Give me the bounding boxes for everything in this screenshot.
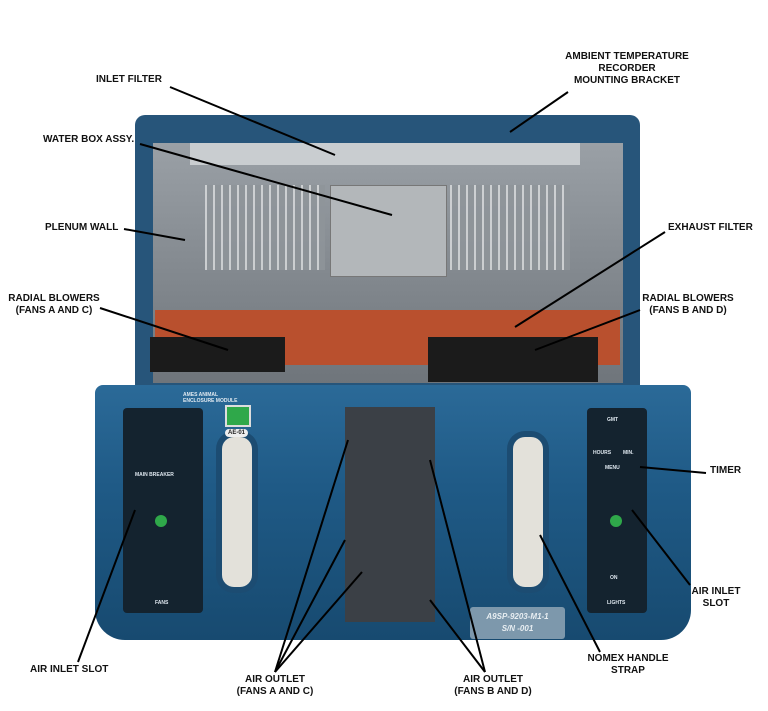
- leader-air-inlet-right: [631, 509, 691, 586]
- leader-air-outlet-ac-3: [274, 571, 363, 673]
- label-blowers-bd-line2: (FANS B AND D): [649, 305, 727, 316]
- label-air-outlet-bd: AIR OUTLET (FANS B AND D): [438, 674, 548, 698]
- timer-gmt-label: GMT: [607, 417, 619, 423]
- serial-number: S/N -001: [501, 624, 534, 633]
- label-air-inlet-right: AIR INLET SLOT: [686, 586, 746, 610]
- label-ambient-bracket: AMBIENT TEMPERATURE RECORDER MOUNTING BR…: [552, 51, 702, 87]
- leader-water-box: [139, 143, 393, 216]
- leader-timer: [639, 466, 707, 474]
- serial-plate: A9SP-9203-M1-1 S/N -001: [470, 607, 565, 639]
- label-air-outlet-ac-line2: (FANS A AND C): [236, 686, 314, 697]
- part-number: A9SP-9203-M1-1: [486, 612, 549, 621]
- lights-indicator: [610, 515, 622, 527]
- enclosure-module-photo: AMES ANIMAL ENCLOSURE MODULE AE-01 MAIN …: [95, 115, 691, 645]
- label-inlet-filter: INLET FILTER: [96, 74, 162, 85]
- leader-air-outlet-bd-2: [429, 599, 486, 673]
- label-blowers-ac-line1: RADIAL BLOWERS: [8, 293, 100, 304]
- grille-right: [450, 185, 570, 270]
- label-air-inlet-right-line2: SLOT: [702, 598, 730, 609]
- label-ambient-line2: RECORDER: [598, 63, 656, 74]
- label-blowers-ac-line2: (FANS A AND C): [15, 305, 93, 316]
- leader-air-outlet-ac-2: [274, 539, 346, 673]
- label-blowers-ac: RADIAL BLOWERS (FANS A AND C): [4, 293, 104, 317]
- timer-hours-label: HOURS: [593, 450, 612, 456]
- right-handle-strap: [513, 437, 543, 587]
- label-ambient-line3: MOUNTING BRACKET: [573, 75, 681, 86]
- label-nomex-strap: NOMEX HANDLE STRAP: [578, 653, 678, 677]
- lights-on-label: ON: [610, 575, 618, 581]
- left-control-panel: [123, 408, 203, 613]
- label-air-outlet-ac: AIR OUTLET (FANS A AND C): [220, 674, 330, 698]
- blower-ac: [150, 337, 285, 372]
- label-air-inlet-right-line1: AIR INLET: [691, 586, 741, 597]
- leader-air-outlet-ac-1: [274, 439, 349, 673]
- label-air-inlet-left: AIR INLET SLOT: [30, 664, 109, 675]
- leader-nomex-strap: [539, 534, 601, 653]
- lights-label: LIGHTS: [607, 600, 626, 606]
- label-plenum-wall: PLENUM WALL: [45, 222, 119, 233]
- label-water-box: WATER BOX ASSY.: [43, 134, 135, 145]
- label-exhaust-filter: EXHAUST FILTER: [668, 222, 753, 233]
- leader-exhaust-filter: [514, 231, 666, 328]
- label-timer: TIMER: [710, 465, 742, 476]
- leader-ambient-bracket: [509, 91, 569, 133]
- center-outlet-bay: [345, 407, 435, 622]
- grille-left: [205, 185, 325, 270]
- module-name-line1: AMES ANIMAL: [183, 392, 219, 398]
- leader-blowers-bd: [534, 309, 641, 351]
- label-air-outlet-bd-line2: (FANS B AND D): [454, 686, 532, 697]
- fans-indicator: [155, 515, 167, 527]
- blower-bd: [428, 337, 598, 382]
- label-air-outlet-bd-line1: AIR OUTLET: [463, 674, 523, 685]
- leader-air-inlet-left: [77, 509, 136, 663]
- label-blowers-bd-line1: RADIAL BLOWERS: [642, 293, 734, 304]
- timer-min-label: MIN.: [623, 450, 634, 456]
- label-nomex-line2: STRAP: [611, 665, 645, 676]
- leader-blowers-ac: [99, 307, 229, 351]
- leader-air-outlet-bd-1: [429, 459, 486, 673]
- label-ambient-line1: AMBIENT TEMPERATURE: [565, 51, 689, 62]
- leader-inlet-filter: [169, 86, 336, 156]
- fans-label: FANS: [155, 600, 169, 606]
- right-control-panel: [587, 408, 647, 613]
- label-air-outlet-ac-line1: AIR OUTLET: [245, 674, 305, 685]
- label-nomex-line1: NOMEX HANDLE: [587, 653, 669, 664]
- inlet-filter: [190, 143, 580, 165]
- module-id-tag: AE-01: [225, 429, 249, 437]
- label-blowers-bd: RADIAL BLOWERS (FANS B AND D): [638, 293, 738, 317]
- main-breaker-label: MAIN BREAKER: [135, 472, 174, 478]
- left-handle-strap: [222, 437, 252, 587]
- water-box: [330, 185, 447, 277]
- leader-plenum-wall: [123, 228, 186, 241]
- module-name-line2: ENCLOSURE MODULE: [183, 398, 238, 404]
- warning-badge: [225, 405, 251, 427]
- timer-menu-label: MENU: [605, 465, 620, 471]
